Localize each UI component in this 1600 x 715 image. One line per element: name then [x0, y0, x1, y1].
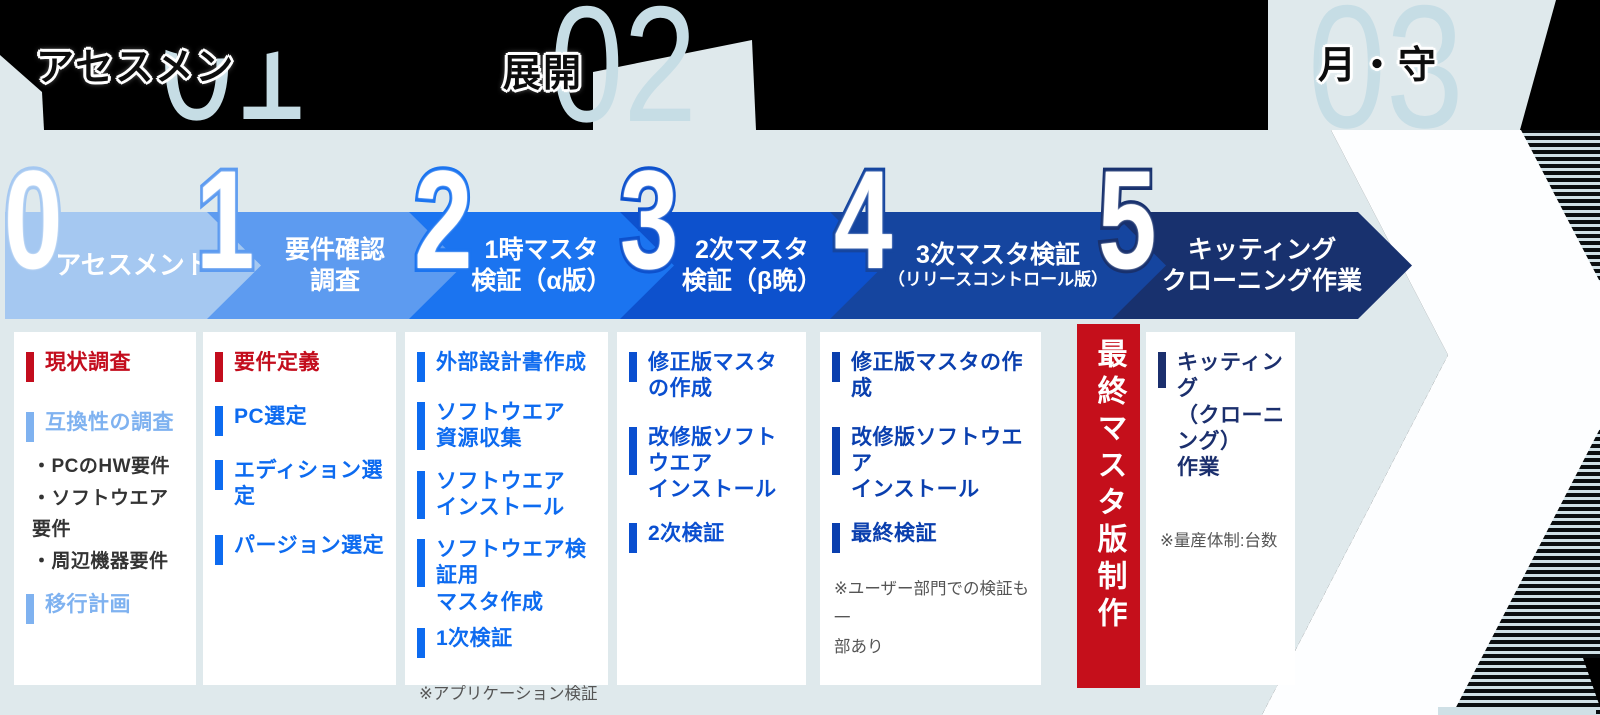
phase-header-deployment: 展開	[503, 53, 584, 95]
task-card-1: 要件定義 PC選定エディション選定パージョン選定	[203, 332, 396, 685]
bullet-item: ・ソフトウエア要件	[32, 488, 169, 540]
task-item: 最終検証	[832, 521, 1031, 554]
step-number-1: 1	[193, 141, 257, 298]
bullet-item: ・PCのHW要件	[32, 456, 171, 477]
task-item: 要件定義	[215, 350, 386, 382]
task-item-label: 移行計画	[45, 592, 131, 616]
task-item: 移行計画	[26, 592, 186, 624]
task-item: キッティング （クローニング） 作業	[1158, 350, 1285, 481]
item-marker-bar	[215, 352, 223, 382]
final-master-banner-text: 最終マスタ版制作	[1092, 338, 1126, 634]
item-marker-bar	[1158, 352, 1166, 388]
item-marker-bar	[215, 534, 223, 565]
task-item-label: 改修版ソフトウエア インストール	[851, 425, 1023, 502]
task-item: 修正版マスタの作成	[629, 350, 796, 403]
item-marker-bar	[26, 593, 34, 624]
task-item-label: 要件定義	[234, 351, 320, 374]
task-item: 外部設計書作成	[417, 350, 598, 382]
task-item-label: パージョン選定	[234, 533, 385, 557]
task-item-label: 現状調査	[45, 351, 131, 374]
task-item-label: 互換性の調査	[45, 411, 174, 434]
task-item-label: 修正版マスタの作成	[851, 351, 1023, 401]
phase-big-number-02: 02	[550, 0, 697, 156]
task-item: ソフトウエア インストール	[417, 469, 598, 522]
item-marker-bar	[417, 402, 425, 450]
arrow-label: 2次マスタ検証（β晩）	[681, 236, 823, 295]
task-item: PC選定	[215, 404, 386, 436]
task-item: 互換性の調査	[26, 410, 186, 442]
task-item: 修正版マスタの作成	[832, 350, 1031, 403]
task-item: 2次検証	[629, 521, 796, 554]
bottom-edge-strip	[1438, 707, 1596, 715]
task-item-label: 外部設計書作成	[436, 351, 587, 374]
item-marker-bar	[832, 523, 840, 554]
item-marker-bar	[26, 412, 34, 442]
task-item-label: 2次検証	[648, 522, 725, 546]
item-marker-bar	[215, 460, 223, 490]
arrow-label: キッティングクローニング作業	[1161, 236, 1362, 295]
step-number-0: 0	[1, 141, 65, 298]
task-item-label: エディション選定	[234, 459, 384, 509]
arrow-label: 1時マスタ検証（α版）	[471, 236, 612, 295]
task-item: ソフトウエア検証用 マスタ作成	[417, 537, 598, 616]
phase-header-assessment: アセスメン	[36, 47, 236, 89]
arrow-label: アセスメント	[55, 249, 211, 280]
bullet-item: ・周辺機器要件	[32, 551, 169, 573]
task-card-0: 現状調査互換性の調査・PCのHW要件・ソフトウエア要件・周辺機器要件移行計画	[14, 332, 196, 685]
arrow-label: 3次マスタ検証（リリースコントロール版）	[887, 240, 1109, 290]
step-number-4: 4	[831, 141, 895, 298]
task-item: 1次検証	[417, 626, 598, 658]
task-item-label: ソフトウエア インストール	[436, 469, 565, 519]
step-number-2: 2	[411, 141, 475, 298]
note-text: ※量産体制:台数	[1160, 532, 1278, 551]
task-card-4: 修正版マスタの作成改修版ソフトウエア インストール最終検証 ※ユーザー部門での検証…	[820, 332, 1041, 685]
step-number-5: 5	[1095, 141, 1159, 298]
step-number-3: 3	[617, 141, 681, 298]
task-card-2: 外部設計書作成ソフトウエア 資源収集ソフトウエア インストールソフトウエア検証用…	[405, 332, 608, 715]
task-item-label: 最終検証	[851, 522, 937, 546]
item-marker-bar	[629, 523, 637, 554]
item-marker-bar	[832, 426, 840, 475]
task-item-label: PC選定	[234, 405, 308, 428]
item-marker-bar	[417, 627, 425, 658]
task-item: ソフトウエア 資源収集	[417, 400, 598, 453]
phase-big-number-03: 03	[1308, 0, 1464, 165]
task-item-label: 改修版ソフトウエア インストール	[648, 425, 777, 502]
task-item: 改修版ソフトウエア インストール	[832, 425, 1031, 504]
task-item: 改修版ソフトウエア インストール	[629, 425, 796, 504]
note-text: ※ユーザー部門での検証も一 部あり	[834, 580, 1029, 656]
item-marker-bar	[629, 352, 637, 382]
note-text: ※アプリケーション検証チーム や情報システム部門での検証	[419, 684, 598, 715]
item-marker-bar	[417, 352, 425, 382]
item-marker-bar	[629, 426, 637, 475]
item-marker-bar	[417, 539, 425, 587]
task-item: 現状調査	[26, 350, 186, 382]
item-marker-bar	[417, 470, 425, 519]
task-item: エディション選定	[215, 458, 386, 511]
phase-header-maintenance: 月・守	[1318, 45, 1439, 87]
item-marker-bar	[26, 352, 34, 382]
item-marker-bar	[832, 352, 840, 382]
task-item-label: ソフトウエア検証用 マスタ作成	[436, 538, 587, 614]
final-master-banner: 最終マスタ版制作	[1077, 324, 1140, 688]
task-item-label: ソフトウエア 資源収集	[436, 401, 565, 451]
arrow-label: 要件確認調査	[284, 236, 385, 295]
task-item-label: 1次検証	[436, 626, 513, 650]
task-card-3: 修正版マスタの作成改修版ソフトウエア インストール 2次検証	[617, 332, 806, 685]
task-item-label: 修正版マスタの作成	[648, 351, 777, 401]
task-item-label: キッティング （クローニング） 作業	[1177, 351, 1285, 479]
task-item: パージョン選定	[215, 533, 386, 565]
task-card-5: キッティング （クローニング） 作業 ※量産体制:台数	[1146, 332, 1295, 685]
item-marker-bar	[215, 406, 223, 436]
